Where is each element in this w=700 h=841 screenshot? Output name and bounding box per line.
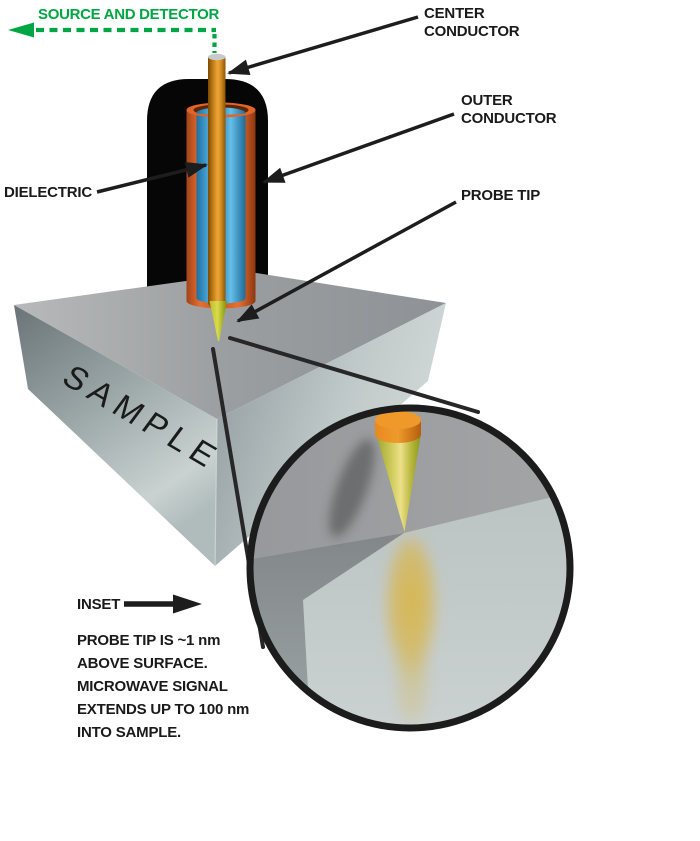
microwave-signal-glow <box>384 536 438 684</box>
sample-left-face <box>14 305 217 566</box>
magnifier-line-right <box>228 336 480 414</box>
dielectric-leader <box>96 162 208 194</box>
outer-conductor-label: OUTER CONDUCTOR <box>461 92 557 127</box>
inset-arrow <box>124 594 202 614</box>
inset-arrowhead-icon <box>173 594 202 614</box>
probe-tip-cone <box>209 301 227 341</box>
coaxial-probe <box>186 53 256 341</box>
source-detector-arrow <box>8 22 217 53</box>
probe-tip-leader <box>236 200 457 323</box>
outer-conductor-leader <box>262 112 455 184</box>
inset-label: INSET <box>77 596 121 613</box>
inset-caption: PROBE TIP IS ~1 nm ABOVE SURFACE. MICROW… <box>77 632 250 741</box>
probe-tip-label: PROBE TIP <box>461 187 541 204</box>
center-conductor-rod <box>208 57 226 308</box>
center-conductor-label: CENTER CONDUCTOR <box>424 5 520 40</box>
dielectric-label: DIELECTRIC <box>4 184 93 201</box>
center-conductor-leader <box>227 15 419 75</box>
source-detector-arrowhead-icon <box>8 22 34 38</box>
sample-front-edge <box>214 418 218 567</box>
inset-outline <box>246 404 574 732</box>
source-detector-label: SOURCE AND DETECTOR <box>38 6 219 23</box>
microwave-signal-glow-tail <box>394 646 430 728</box>
sample-top-face <box>14 272 446 419</box>
inset-center-conductor-top <box>375 411 421 429</box>
center-conductor-cap <box>208 53 226 61</box>
leader-arrows <box>96 15 457 323</box>
inset-tip-shadow <box>329 438 375 538</box>
inset-probe-tip-cone <box>376 434 421 532</box>
outer-conductor-front-lip <box>186 110 256 118</box>
